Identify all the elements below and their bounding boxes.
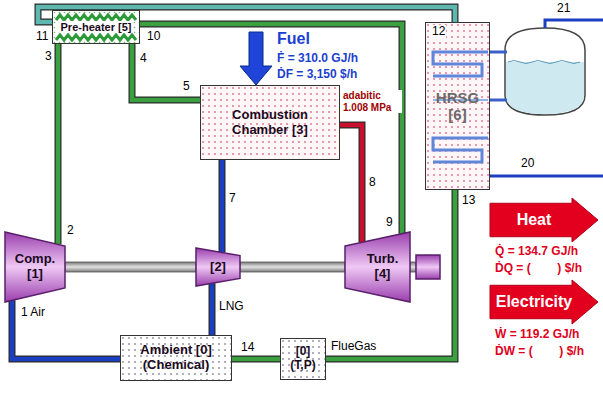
water-level — [508, 61, 580, 64]
node-label: Comp. [1] — [13, 252, 57, 282]
stream-number: 13 — [461, 194, 476, 208]
node-label: Ambient [0] (Chemical) — [131, 343, 221, 373]
steam-line — [545, 20, 603, 28]
pump-symbol: [2] — [196, 248, 240, 286]
pipe — [12, 300, 120, 359]
stream-number: 21 — [556, 2, 571, 16]
stream-value: Q̇ = 134.7 GJ/h — [494, 245, 579, 259]
stream-value: Ḟ = 310.0 GJ/h — [276, 52, 359, 66]
stream-number: 20 — [520, 157, 535, 171]
shaft — [410, 262, 416, 272]
stream-name: FlueGas — [330, 340, 377, 354]
product-arrow: Heat — [490, 198, 598, 242]
ambient-box: Ambient [0] (Chemical) — [120, 335, 232, 381]
shaft — [65, 262, 196, 272]
stream-number: 3 — [44, 50, 53, 64]
stream-value: adabitic 1.008 MPa — [342, 90, 402, 113]
downcomer-pipe — [488, 99, 507, 102]
heat-exchanger-box: Pre-heater [5] — [52, 10, 140, 44]
ambient-box: [0] (T,P) — [280, 338, 326, 380]
pipe — [232, 359, 280, 360]
stream-value: Fuel — [276, 30, 311, 48]
stream-number: 10 — [146, 30, 161, 44]
stream-number: 2 — [66, 224, 75, 238]
pipe — [212, 283, 213, 335]
pipe — [326, 190, 455, 359]
stream-value: ḊF = 3,150 $/h — [276, 68, 358, 82]
node-label: Turb. [4] — [361, 252, 405, 282]
stream-number: 5 — [182, 80, 191, 94]
node-label: Heat — [517, 211, 552, 229]
riser-pipe — [488, 51, 507, 54]
feedwater-line — [488, 175, 603, 178]
stream-name: 1 Air — [20, 306, 46, 320]
combustor-box: Combustion Chamber [3] — [200, 85, 340, 160]
stream-name: LNG — [218, 300, 245, 314]
node-label: [0] (T,P) — [284, 345, 322, 373]
stream-number: 8 — [368, 176, 377, 190]
stream-value: ḊW = ( ) $/h — [494, 345, 585, 359]
pipe — [132, 44, 200, 100]
stream-number: 7 — [228, 192, 237, 206]
node-label: [2] — [210, 260, 226, 275]
fuel-arrow — [240, 32, 272, 85]
pipe — [58, 44, 59, 244]
turbine-symbol: Turb. [4] — [345, 232, 410, 302]
pipe — [340, 125, 362, 242]
pipe — [222, 160, 223, 252]
compressor-symbol: Comp. [1] — [5, 232, 65, 302]
shaft — [240, 262, 345, 272]
node-label: HRSG [6] — [434, 89, 482, 124]
hrsg-box: HRSG [6] — [425, 22, 490, 190]
stream-number: 14 — [240, 341, 255, 355]
stream-number: 11 — [35, 30, 49, 44]
stream-value: ḊQ = ( ) $/h — [494, 262, 583, 276]
stream-number: 4 — [139, 52, 148, 66]
product-arrow: Electricity — [490, 280, 598, 324]
pipe — [140, 24, 402, 234]
node-label: Pre-heater [5] — [59, 21, 134, 34]
stream-value: Ẇ = 119.2 GJ/h — [494, 328, 580, 342]
node-label: Electricity — [496, 293, 572, 311]
stream-number: 12 — [431, 25, 446, 39]
node-label: Combustion Chamber [3] — [205, 108, 335, 138]
steam-drum — [505, 28, 585, 115]
stream-number: 9 — [385, 216, 394, 230]
drum-water — [506, 62, 584, 114]
generator — [416, 255, 440, 279]
